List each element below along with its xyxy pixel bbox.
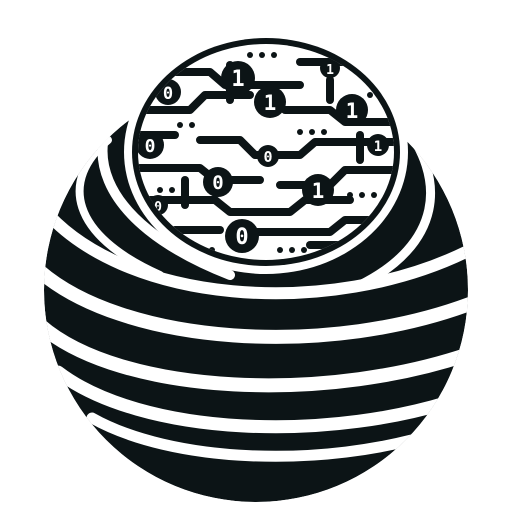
binary-digit: 0 (235, 225, 248, 250)
circuit-pattern: 1 0 1 0 1 0 1 (138, 52, 394, 253)
binary-digit: 1 (231, 67, 244, 92)
digit-node: 1 (336, 94, 368, 126)
binary-digit: 1 (374, 139, 382, 155)
digit-node: 1 (367, 134, 389, 156)
digit-node: 0 (138, 131, 164, 159)
digit-node: 1 (302, 174, 334, 206)
binary-digit: 0 (212, 172, 223, 194)
digit-node: 1 (254, 86, 286, 118)
binary-digit: 1 (326, 63, 334, 78)
binary-digit-icon: 1 0 1 0 1 0 1 (138, 58, 389, 253)
digit-node: 0 (203, 167, 233, 197)
digit-node: 0 (225, 219, 259, 253)
binary-digit: 1 (264, 91, 277, 115)
digit-node: 0 (257, 145, 279, 167)
binary-digit: 0 (263, 148, 272, 166)
binary-digit: 1 (312, 179, 325, 203)
globe-swirl-gaps (44, 87, 468, 462)
digit-node: 1 (320, 58, 340, 78)
binary-digit: 0 (163, 84, 173, 104)
binary-digit: 0 (154, 200, 162, 215)
digit-node: 1 (221, 61, 255, 95)
binary-digit: 1 (346, 99, 359, 123)
binary-digit: 0 (145, 136, 156, 157)
